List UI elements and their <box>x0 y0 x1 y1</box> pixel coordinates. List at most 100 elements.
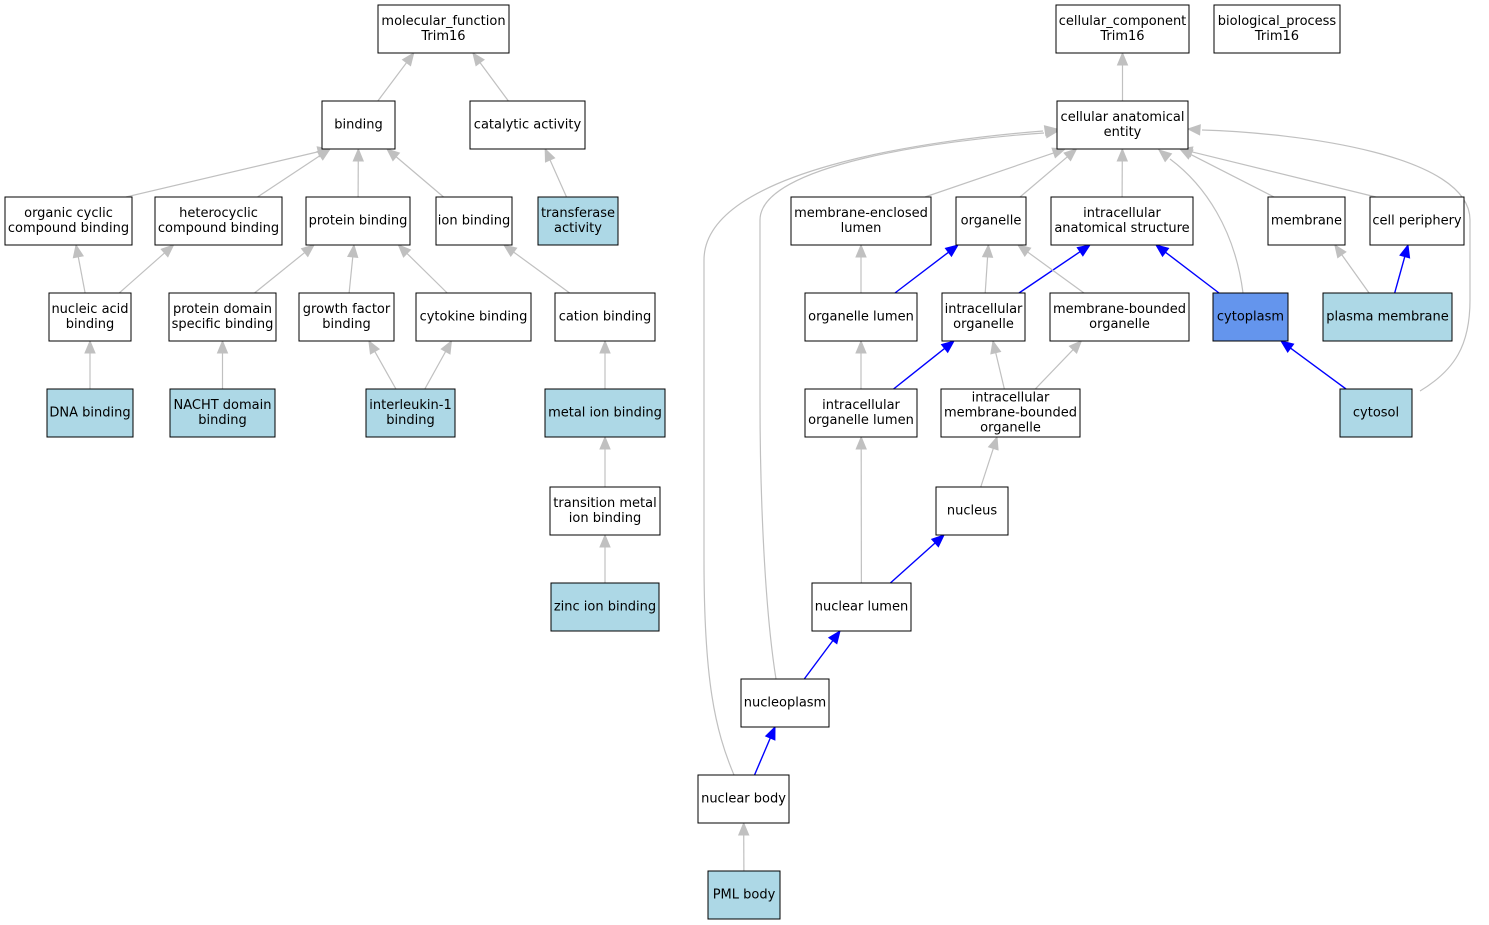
edge-intracellular-organelle-to-organelle-arrowhead <box>981 243 994 258</box>
node-box-cytokine <box>415 292 532 342</box>
node-label-organelle-lumen-line-1: organelle lumen <box>808 310 914 325</box>
node-metal-ion: metal ion binding <box>544 388 666 438</box>
edge-nucleus-to-intracellular-mbo <box>980 448 994 488</box>
edge-cytokine-to-protein-binding-arrowhead <box>397 244 412 258</box>
edge-nacht-to-protein-domain-arrowhead <box>216 339 229 354</box>
edge-transition-metal-to-metal-ion-arrowhead <box>599 435 611 450</box>
node-nuclear-body: nuclear body <box>697 774 790 824</box>
node-label-cell-periphery-line-1: cell periphery <box>1372 214 1462 229</box>
edge-nucleoplasm-to-cellular-anatomical-entity <box>759 132 1045 680</box>
node-label-nuclear-body-line-1: nuclear body <box>701 792 786 807</box>
node-label-heterocyclic-line-2: compound binding <box>158 221 279 236</box>
node-label-catalytic-activity-line-1: catalytic activity <box>474 118 582 133</box>
edge-binding-to-mf-root-arrowhead <box>401 51 415 67</box>
edge-cation-to-ion-binding <box>513 251 571 294</box>
node-label-transition-metal-line-2: ion binding <box>569 511 641 526</box>
edge-nuclear-body-to-nucleoplasm <box>753 737 771 776</box>
node-label-membrane-bounded-organelle-line-1: membrane-bounded <box>1053 302 1186 317</box>
edge-il1-to-cytokine <box>424 351 447 390</box>
edge-cytoplasm-to-cellular-anatomical-entity <box>1169 158 1244 294</box>
node-label-membrane-bounded-organelle-line-2: organelle <box>1089 317 1150 332</box>
node-label-nucleic-acid-line-2: binding <box>66 317 114 332</box>
node-box-cytoplasm <box>1212 292 1289 342</box>
edge-cytosol-to-cytoplasm <box>1290 347 1347 390</box>
edge-organelle-lumen-to-organelle-arrowhead <box>944 244 960 258</box>
edge-metal-ion-to-cation-arrowhead <box>599 339 611 354</box>
edge-nucleic-acid-to-organic-cyclic-arrowhead <box>72 243 84 259</box>
node-box-nuclear-lumen <box>811 582 912 632</box>
edge-nucleic-acid-to-organic-cyclic <box>77 256 86 294</box>
node-organelle: organelle <box>955 196 1027 246</box>
edge-intracellular-mbo-to-intracellular-organelle <box>995 352 1005 390</box>
node-nucleoplasm: nucleoplasm <box>740 678 830 728</box>
edge-transferase-to-catalytic-activity-arrowhead <box>544 147 556 163</box>
edge-nucleoplasm-to-nuclear-lumen-arrowhead <box>827 629 841 645</box>
edge-catalytic-activity-to-mf-root <box>479 62 509 102</box>
node-box-cation <box>554 292 656 342</box>
edge-intracellular-organelle-lumen-to-intracellular-organelle-arrowhead <box>940 340 956 354</box>
node-label-organic-cyclic-line-1: organic cyclic <box>24 206 113 221</box>
edge-heterocyclic-to-binding <box>257 155 321 198</box>
node-label-intracellular-structure-line-2: anatomical structure <box>1054 221 1189 236</box>
edge-cytoplasm-to-intracellular-structure-arrowhead <box>1154 244 1170 258</box>
node-label-heterocyclic-line-1: heterocyclic <box>179 206 258 221</box>
edge-organelle-lumen-to-organelle <box>894 251 949 294</box>
node-plasma-membrane: plasma membrane <box>1322 292 1453 342</box>
edge-protein-domain-to-protein-binding <box>254 252 306 294</box>
node-box-dna-binding <box>46 388 134 438</box>
node-label-intracellular-mbo-line-1: intracellular <box>972 391 1050 406</box>
node-label-intracellular-organelle-line-2: organelle <box>953 317 1014 332</box>
node-cytosol: cytosol <box>1339 388 1413 438</box>
edge-nuclear-lumen-to-intracellular-organelle-lumen-arrowhead <box>855 435 867 450</box>
edge-heterocyclic-to-binding-arrowhead <box>316 148 332 161</box>
node-label-bp-root-line-1: biological_process <box>1218 14 1337 29</box>
node-box-intracellular-organelle-lumen <box>804 388 918 438</box>
node-box-cytosol <box>1339 388 1413 438</box>
edge-membrane-bounded-organelle-to-organelle-arrowhead <box>1016 244 1032 258</box>
node-label-cytosol-line-1: cytosol <box>1353 406 1399 421</box>
edge-cytoplasm-to-cellular-anatomical-entity-arrowhead <box>1157 149 1173 163</box>
node-label-cytokine-line-1: cytokine binding <box>420 310 528 325</box>
node-label-protein-binding-line-1: protein binding <box>309 214 408 229</box>
node-box-bp-root <box>1213 4 1341 54</box>
edge-il1-to-cytokine-arrowhead <box>440 339 453 355</box>
node-box-nucleus <box>935 486 1009 536</box>
edge-intracellular-mbo-to-intracellular-organelle-arrowhead <box>990 339 1002 355</box>
node-layer: molecular_functionTrim16cellular_compone… <box>4 4 1465 920</box>
node-box-growth-factor <box>298 292 395 342</box>
edge-organelle-lumen-to-membrane-enclosed-lumen-arrowhead <box>855 243 867 258</box>
node-label-membrane-line-1: membrane <box>1271 214 1342 229</box>
node-label-membrane-enclosed-lumen-line-1: membrane-enclosed <box>794 206 928 221</box>
edge-nucleic-acid-to-heterocyclic-arrowhead <box>160 244 175 258</box>
node-box-intracellular-organelle <box>941 292 1026 342</box>
node-label-ion-binding-line-1: ion binding <box>438 214 510 229</box>
edge-ion-binding-to-binding <box>395 156 444 198</box>
node-box-zinc-ion <box>550 582 660 632</box>
node-label-intracellular-organelle-lumen-line-1: intracellular <box>822 398 900 413</box>
edge-nuclear-body-to-nucleoplasm-arrowhead <box>764 725 776 741</box>
node-box-protein-domain <box>168 292 277 342</box>
node-label-dna-binding-line-1: DNA binding <box>49 406 130 421</box>
node-label-mf-root-line-2: Trim16 <box>420 29 465 44</box>
edge-membrane-enclosed-lumen-to-cellular-anatomical-entity-arrowhead <box>1051 147 1067 159</box>
node-organelle-lumen: organelle lumen <box>804 292 918 342</box>
node-protein-binding: protein binding <box>305 196 411 246</box>
node-label-intracellular-mbo-line-2: membrane-bounded <box>944 406 1077 421</box>
node-label-growth-factor-line-2: binding <box>322 317 370 332</box>
node-label-intracellular-mbo-line-3: organelle <box>980 421 1041 436</box>
node-label-transferase-line-2: activity <box>554 221 602 236</box>
edge-intracellular-organelle-lumen-to-intracellular-organelle <box>893 347 946 390</box>
edge-binding-to-mf-root <box>377 62 408 102</box>
edge-intracellular-organelle-to-intracellular-structure <box>1018 251 1081 294</box>
